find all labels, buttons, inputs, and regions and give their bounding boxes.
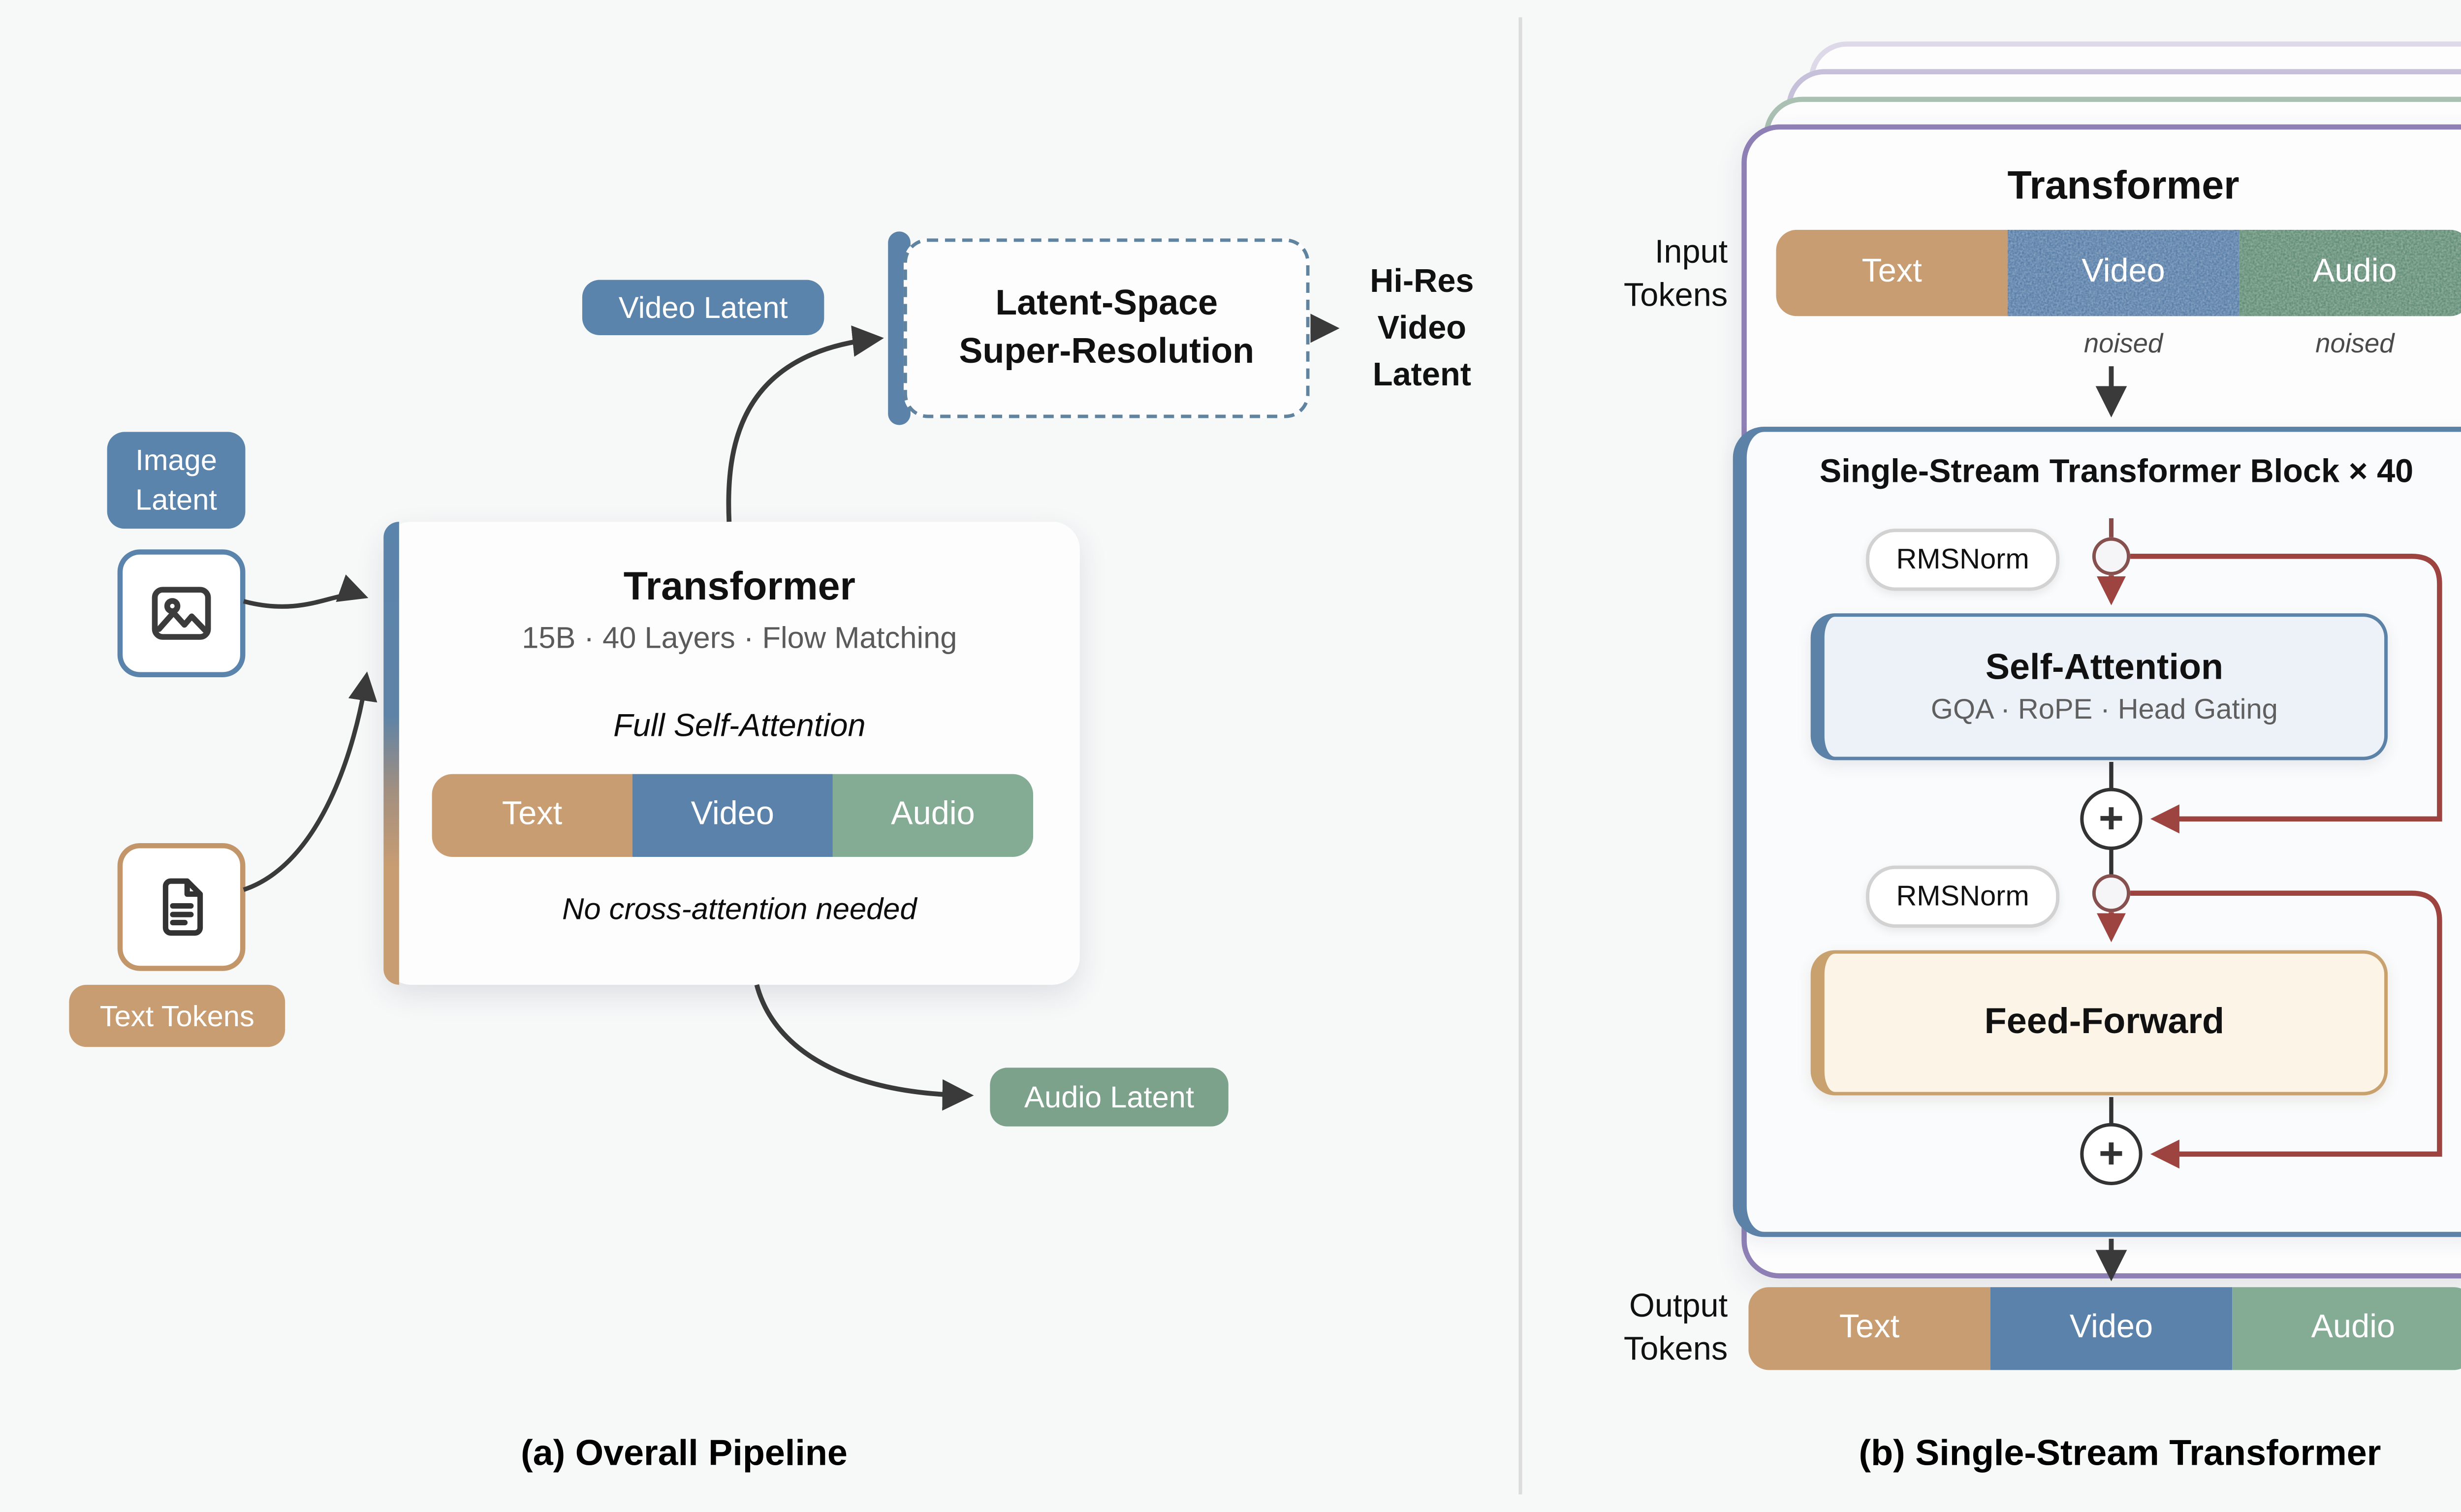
feed-forward-box: Feed-Forward — [1810, 950, 2388, 1096]
feed-forward-title: Feed-Forward — [1984, 1002, 2225, 1042]
panel-divider — [1518, 17, 1522, 1495]
image-latent-iconbox — [117, 549, 246, 677]
input-segment-audio: Audio — [2239, 229, 2461, 316]
video-latent-label: Video Latent — [618, 289, 788, 324]
no-cross-attention-note: No cross-attention needed — [562, 890, 917, 925]
sr-title-line2: Super-Resolution — [959, 331, 1255, 372]
residual-branch-circle-1 — [2092, 537, 2131, 575]
image-latent-pill: Image Latent — [107, 432, 246, 529]
modality-segment-audio: Audio — [832, 774, 1034, 857]
rmsnorm-pill-1: RMSNorm — [1866, 529, 2060, 591]
image-latent-label: Image Latent — [135, 444, 217, 517]
card-accent-bar — [383, 522, 399, 985]
input-segment-video: Video — [2007, 229, 2240, 316]
modality-segment-video: Video — [632, 774, 833, 857]
self-attention-title: Self-Attention — [1985, 648, 2224, 688]
audio-latent-label: Audio Latent — [1024, 1079, 1195, 1114]
plus-sign-2: + — [2098, 1129, 2124, 1178]
output-tokens-label: Output Tokens — [1623, 1289, 1728, 1369]
text-tokens-label: Text Tokens — [99, 999, 254, 1033]
panel-b-card-title: Transformer — [2007, 161, 2240, 207]
output-segment-video: Video — [1990, 1287, 2233, 1370]
rmsnorm-label-1: RMSNorm — [1896, 543, 2029, 575]
residual-add-circle-1: + — [2080, 788, 2143, 850]
input-tokens-bar: Text Video Audio — [1776, 229, 2461, 316]
output-segment-text: Text — [1748, 1287, 1990, 1370]
noised-label-audio: noised — [2315, 330, 2395, 360]
audio-latent-pill: Audio Latent — [990, 1068, 1229, 1127]
plus-sign-1: + — [2098, 793, 2124, 843]
modality-segment-text: Text — [432, 774, 632, 857]
noised-label-video: noised — [2083, 330, 2163, 360]
self-attention-box: Self-Attention GQA · RoPE · Head Gating — [1810, 613, 2388, 760]
output-tokens-bar: Text Video Audio — [1748, 1287, 2461, 1370]
residual-add-circle-2: + — [2080, 1123, 2143, 1185]
hires-video-latent-label: Hi-Res Video Latent — [1370, 263, 1474, 393]
text-tokens-pill: Text Tokens — [69, 984, 285, 1047]
caption-panel-a: (a) Overall Pipeline — [521, 1434, 848, 1474]
caption-panel-b: (b) Single-Stream Transformer — [1859, 1434, 2381, 1474]
text-tokens-iconbox — [117, 843, 246, 971]
full-self-attention-note: Full Self-Attention — [613, 706, 866, 743]
input-segment-text: Text — [1776, 229, 2008, 316]
transformer-title: Transformer — [623, 562, 855, 607]
input-tokens-label: Input Tokens — [1623, 235, 1728, 315]
transformer-specs: 15B · 40 Layers · Flow Matching — [522, 619, 957, 654]
sr-title-line1: Latent-Space — [995, 283, 1218, 323]
super-resolution-box: Latent-Space Super-Resolution — [903, 238, 1310, 418]
image-icon — [145, 577, 218, 649]
rmsnorm-label-2: RMSNorm — [1896, 880, 2029, 912]
document-icon — [147, 873, 216, 942]
rmsnorm-pill-2: RMSNorm — [1866, 865, 2060, 928]
video-latent-pill: Video Latent — [582, 280, 824, 335]
self-attention-subtitle: GQA · RoPE · Head Gating — [1930, 694, 2278, 726]
output-segment-audio: Audio — [2232, 1287, 2461, 1370]
single-stream-block-title: Single-Stream Transformer Block × 40 — [1819, 454, 2414, 491]
residual-branch-circle-2 — [2092, 874, 2131, 913]
modality-bar: Text Video Audio — [432, 774, 1034, 857]
transformer-card: Transformer 15B · 40 Layers · Flow Match… — [383, 522, 1080, 985]
